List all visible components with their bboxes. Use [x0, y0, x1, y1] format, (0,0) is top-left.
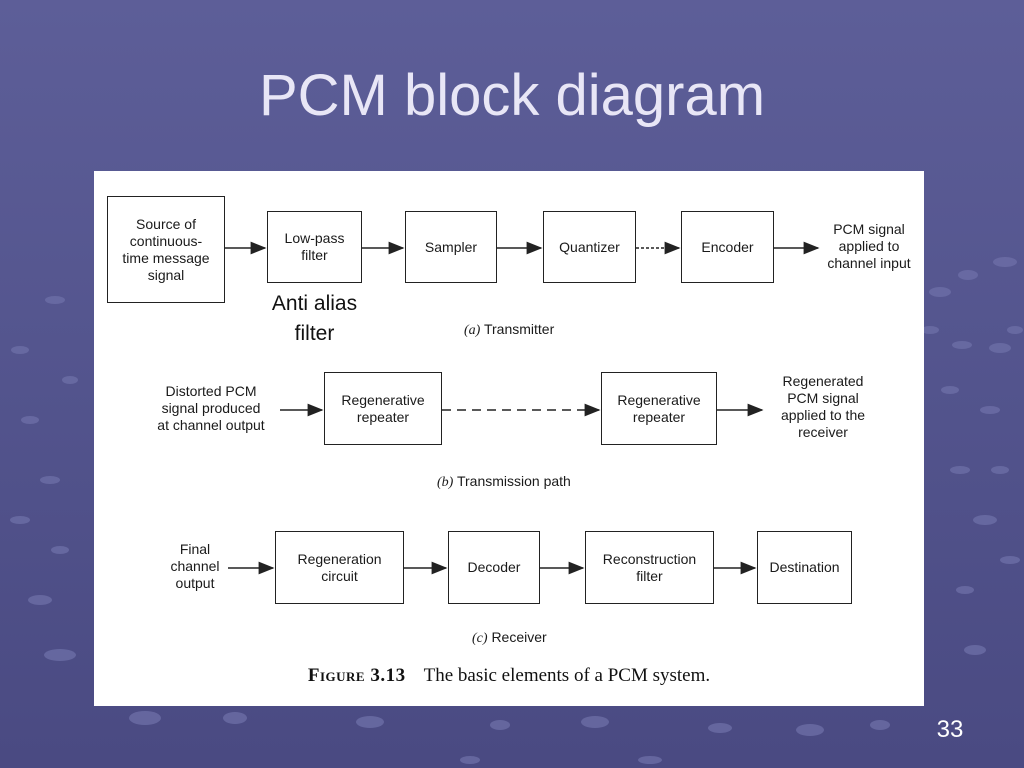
slide-number: 33 [936, 716, 964, 743]
transmitter-output-label: PCM signal applied to channel input [827, 221, 911, 271]
figure-number: Figure 3.13 [307, 665, 406, 686]
figure-caption-text: The basic elements of a PCM system. [423, 665, 711, 686]
transmitter-sublabel-text: Transmitter [483, 321, 555, 337]
encoder-block: Encoder [681, 211, 774, 283]
path-sublabel-letter: (b) [437, 475, 454, 490]
regenerative-repeater-2: Regenerative repeater [601, 372, 717, 445]
receiver-sublabel-letter: (c) [472, 631, 488, 646]
transmitter-sublabel-letter: (a) [464, 323, 481, 338]
source-block: Source of continuous- time message signa… [107, 196, 225, 303]
destination-block: Destination [757, 531, 852, 604]
reconstruction-filter-block: Reconstruction filter [585, 531, 714, 604]
path-sublabel-text: Transmission path [456, 473, 571, 489]
figure-caption: Figure 3.13 The basic elements of a PCM s… [94, 665, 924, 687]
pcm-figure: Source of continuous- time message signa… [94, 171, 924, 706]
connection-arrows [225, 241, 820, 575]
path-output-label: Regenerated PCM signal applied to the re… [780, 373, 866, 440]
quantizer-block: Quantizer [543, 211, 636, 283]
receiver-sublabel: (c) Receiver [472, 629, 547, 647]
slide-title: PCM block diagram [258, 63, 766, 128]
receiver-sublabel-text: Receiver [491, 629, 547, 645]
decoder-block: Decoder [448, 531, 540, 604]
sampler-block: Sampler [405, 211, 497, 283]
anti-alias-annotation: Anti alias filter [271, 292, 358, 345]
path-sublabel: (b) Transmission path [437, 473, 571, 491]
receiver-input-label: Final channel output [170, 541, 220, 591]
path-input-label: Distorted PCM signal produced at channel… [157, 383, 265, 433]
lowpass-filter-block: Low-pass filter [267, 211, 362, 283]
regeneration-circuit-block: Regeneration circuit [275, 531, 404, 604]
transmitter-sublabel: (a) Transmitter [464, 321, 554, 339]
regenerative-repeater-1: Regenerative repeater [324, 372, 442, 445]
